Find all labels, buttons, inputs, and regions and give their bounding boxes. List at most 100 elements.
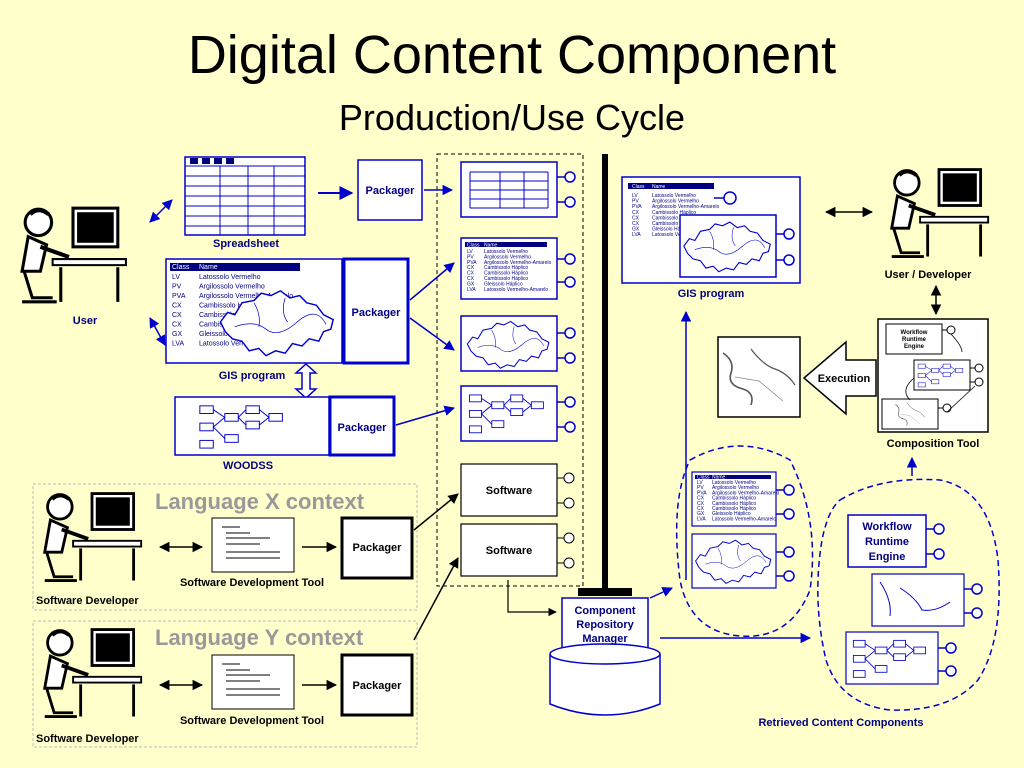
table-cell-class: PVA xyxy=(172,293,186,300)
comp-workflow-3: Engine xyxy=(904,344,925,350)
table-cell-name: Cambissolo Háplico xyxy=(484,276,528,282)
table-cell-class: CX xyxy=(467,271,475,277)
table-cell-name: Latossolo Vermelho xyxy=(712,480,756,486)
retrieved-workflow-2: Runtime xyxy=(865,536,909,548)
user-developer-label: User / Developer xyxy=(885,269,973,281)
table-cell-class: CX xyxy=(172,322,182,329)
table-cell-name: Gleissolo Háplico xyxy=(712,511,751,517)
component-spreadsheet xyxy=(460,161,576,218)
language-y-panel: Language Y context Packager Software Dev… xyxy=(32,620,418,748)
table-cell-class: CX xyxy=(632,221,640,227)
table-cell-class: CX xyxy=(697,496,705,502)
packager-label-3: Packager xyxy=(338,422,388,434)
table-cell-class: CX xyxy=(697,506,705,512)
woodss-label: WOODSS xyxy=(223,460,273,472)
composition-tool: Workflow Runtime Engine xyxy=(877,318,989,433)
table-cell-class: CX xyxy=(172,312,182,319)
woodss-diagram xyxy=(174,396,330,456)
table-cell-name: Gleissolo Háplico xyxy=(652,227,691,233)
table-cell-class: CX xyxy=(172,303,182,310)
table-cell-name: Cambissolo Háplico xyxy=(652,210,696,216)
table-cell-name: Argilossolo Vermelho-Amarelo xyxy=(484,260,551,266)
repo-label-2: Repository xyxy=(576,619,634,631)
user-figure: User xyxy=(22,208,126,327)
table-cell-name: Argilossolo Vermelho xyxy=(652,199,699,205)
retrieved-workflow-3: Engine xyxy=(869,551,906,563)
comp-workflow-2: Runtime xyxy=(902,337,927,343)
table-cell-name: Argilossolo Vermelho-Amarelo xyxy=(652,204,719,210)
table-header-name: Name xyxy=(652,184,666,190)
table-cell-name: Argilossolo Vermelho xyxy=(484,254,531,260)
user-developer-figure xyxy=(889,167,991,259)
table-cell-name: Argilossolo Vermelho-Amarelo xyxy=(199,293,293,300)
component-software-2: Software xyxy=(460,523,575,577)
component-map xyxy=(460,315,576,372)
table-cell-class: CX xyxy=(467,276,475,282)
composition-tool-label: Composition Tool xyxy=(887,438,980,450)
retrieved-workflow-1: Workflow xyxy=(862,521,912,533)
table-cell-class: LV xyxy=(467,249,473,255)
user-label: User xyxy=(73,315,98,327)
language-x-panel: Language X context Packager Software Dev… xyxy=(32,483,418,611)
retrieved-components-label: Retrieved Content Components xyxy=(758,717,923,729)
packager-box-1 xyxy=(357,159,423,221)
table-cell-class: PV xyxy=(697,485,704,491)
repo-label-1: Component xyxy=(574,605,635,617)
table-cell-class: CX xyxy=(697,501,705,507)
table-cell-name: Cambissolo Háplico xyxy=(712,501,756,507)
table-header-class: Class xyxy=(632,184,645,190)
packager-label-1: Packager xyxy=(366,185,416,197)
packager-label-5: Packager xyxy=(353,680,403,692)
table-header-class: Class xyxy=(172,264,190,271)
software-label-2: Software xyxy=(486,545,532,557)
table-cell-name: Cambissolo Háplico xyxy=(199,303,261,310)
table-cell-class: GX xyxy=(697,511,705,517)
table-cell-name: Cambissolo Háplico xyxy=(712,496,756,502)
table-cell-name: Argilossolo Vermelho xyxy=(712,485,759,491)
slide-title: Digital Content Component xyxy=(187,25,837,85)
table-cell-class: GX xyxy=(172,331,182,338)
table-cell-name: Latossolo Vermelho xyxy=(652,193,696,199)
packager-box-2 xyxy=(342,257,410,365)
table-cell-name: Latossolo Vermelho xyxy=(484,249,528,255)
sw-dev-tool-label-x: Software Development Tool xyxy=(180,577,324,589)
slide-subtitle: Production/Use Cycle xyxy=(338,97,686,138)
table-header-name: Name xyxy=(712,475,726,481)
table-cell-class: LV xyxy=(632,193,638,199)
execution-arrow-icon xyxy=(802,340,877,416)
bidirectional-arrow-icon xyxy=(294,362,318,400)
table-cell-name: Cambissolo Háplico xyxy=(484,271,528,277)
comp-workflow-1: Workflow xyxy=(901,330,928,336)
table-cell-name: Cambissolo Háplico xyxy=(484,265,528,271)
table-cell-name: Argilossolo Vermelho-Amarelo xyxy=(712,490,779,496)
packager-label-2: Packager xyxy=(352,307,402,319)
table-cell-class: PV xyxy=(172,284,182,291)
table-cell-class: PV xyxy=(632,199,639,205)
table-cell-name: Gleissolo Háplico xyxy=(484,281,523,287)
table-cell-class: PVA xyxy=(467,260,477,266)
table-header-class: Class xyxy=(467,243,480,249)
component-workflow xyxy=(460,385,576,442)
table-cell-class: PVA xyxy=(697,490,707,496)
table-cell-class: LVA xyxy=(172,341,185,348)
language-y-label: Language Y context xyxy=(155,625,364,650)
table-cell-name: Latossolo Vermelho-Amarelo xyxy=(484,287,548,293)
gis-program-right-label: GIS program xyxy=(678,288,745,300)
table-header-class: Class xyxy=(697,475,710,481)
repository-pole xyxy=(602,154,608,590)
table-cell-class: LVA xyxy=(697,516,706,522)
sw-dev-tool-label-y: Software Development Tool xyxy=(180,715,324,727)
spreadsheet-icon xyxy=(184,156,306,236)
table-cell-class: GX xyxy=(632,227,640,233)
repo-label-3: Manager xyxy=(582,633,628,645)
component-repository-manager: Component Repository Manager xyxy=(549,597,661,716)
table-header-name: Name xyxy=(199,264,218,271)
table-cell-name: Cambissolo Háplico xyxy=(652,221,696,227)
packager-label-4: Packager xyxy=(353,542,403,554)
spreadsheet-label: Spreadsheet xyxy=(213,238,279,250)
software-label-1: Software xyxy=(486,485,532,497)
